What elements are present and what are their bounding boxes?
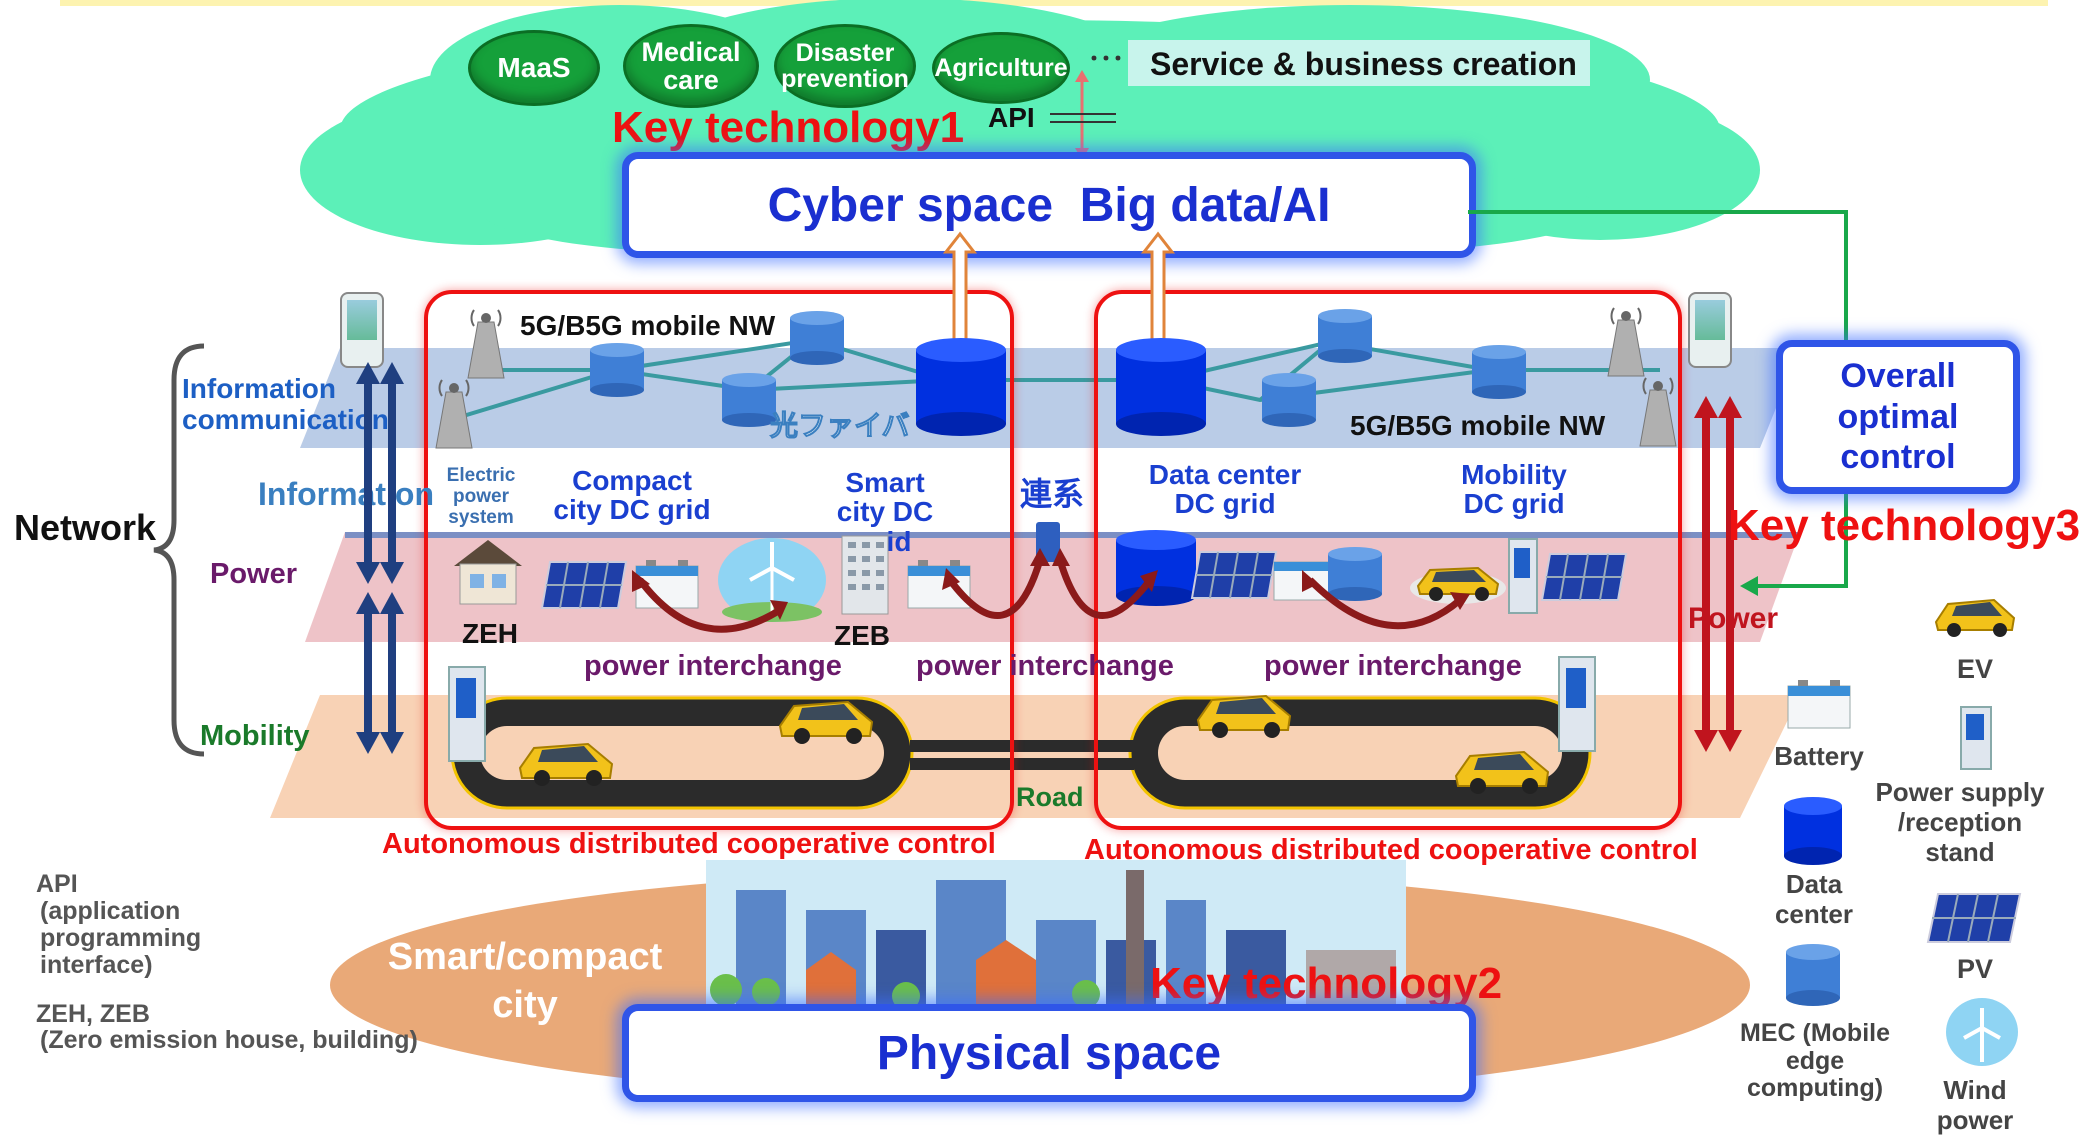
overall-control-box: Overall optimal control: [1776, 340, 2020, 494]
legend-pv-icon: [1926, 893, 2022, 943]
mec-node-2: [790, 311, 844, 365]
zeh-label: ZEH: [462, 618, 518, 649]
key-technology-1: Key technology1: [612, 103, 965, 152]
physical-space-box: Physical space: [622, 1004, 1476, 1102]
antenna-icon: [1639, 377, 1677, 447]
fiber-label: 光ファイバ: [769, 410, 910, 441]
network-brace: [153, 343, 205, 757]
services-ellipsis: ･･･: [1088, 46, 1124, 73]
power-interchange-label-2: power interchange: [916, 650, 1174, 682]
smartphone-icon: [1688, 292, 1732, 368]
legend-battery-icon: [1787, 680, 1851, 729]
data-center-right: [1116, 338, 1206, 436]
autonomous-label-left: Autonomous distributed cooperative contr…: [382, 828, 996, 860]
power-interchange-label-1: power interchange: [584, 650, 842, 682]
city-skyline: [706, 860, 1406, 1010]
legend-wind-label: Wind power: [1936, 1075, 2014, 1135]
coop-zone-right: [1094, 290, 1682, 830]
zeb-label: ZEB: [834, 620, 890, 651]
charging-stand-icon: [1558, 656, 1596, 752]
legend-power-supply-icon: [1960, 706, 1992, 770]
overall-control-label: Overall optimal control: [1837, 356, 1959, 477]
left-vertical-arrows: [356, 362, 404, 754]
mec-node-power: [1328, 547, 1382, 601]
network-title: Network: [14, 507, 157, 548]
antenna-icon: [467, 309, 505, 379]
solar-panel-icon: [1540, 553, 1628, 601]
mobility-dc-label: Mobility DC grid: [1461, 459, 1567, 520]
note-api-desc: (application programming interface): [40, 897, 202, 979]
legend-wind-icon: [1946, 998, 2018, 1066]
mobility-label: Mobility: [200, 720, 310, 752]
road-label: Road: [1016, 782, 1084, 812]
mec-node-1: [590, 343, 644, 397]
compact-city-dc-label: Compact city DC grid: [553, 465, 711, 526]
api-label: API: [988, 102, 1035, 133]
legend-data-center-icon: [1784, 797, 1842, 865]
right-vertical-arrows: [1694, 396, 1742, 752]
mobile-nw-label-left: 5G/B5G mobile NW: [520, 310, 776, 341]
solar-panel-icon: [1190, 551, 1278, 599]
legend-power-supply-label: Power supply /reception stand: [1875, 777, 2045, 867]
service-creation-label: Service & business creation: [1150, 46, 1577, 82]
ev-car-icon: [1196, 694, 1292, 738]
physical-space-label: Physical space: [876, 1026, 1222, 1080]
power-label: Power: [210, 558, 298, 590]
legend-mec-label: MEC (Mobile edge computing): [1740, 1019, 1890, 1102]
top-banner-strip: [60, 0, 2048, 6]
cyber-space-label: Cyber space Big data/AI: [767, 178, 1331, 232]
cyber-space-box: Cyber space Big data/AI: [622, 152, 1476, 258]
data-center-dc-label: Data center DC grid: [1148, 459, 1302, 520]
antenna-icon: [435, 379, 473, 449]
note-api-title: API: [36, 870, 78, 898]
zeh-house-icon: [454, 540, 522, 605]
key-technology-2: Key technology2: [1150, 959, 1503, 1008]
legend-mec-icon: [1786, 944, 1840, 1006]
ev-car-icon: [1454, 750, 1550, 794]
autonomous-label-right: Autonomous distributed cooperative contr…: [1084, 834, 1698, 866]
coop-zone-left: [424, 290, 1014, 830]
smartphone-icon: [340, 292, 384, 368]
service-medical-care: Medical care: [623, 24, 759, 108]
service-maas-label: MaaS: [497, 52, 571, 84]
mec-node-5: [1262, 373, 1316, 427]
legend-pv-label: PV: [1956, 954, 1994, 984]
mec-node-3: [722, 373, 776, 427]
note-zeh-title: ZEH, ZEB: [36, 1000, 150, 1028]
service-agriculture-label: Agriculture: [934, 53, 1068, 82]
key-technology-3: Key technology3: [1728, 501, 2080, 550]
mec-node-4: [1318, 309, 1372, 363]
service-disaster-label: Disaster prevention: [781, 38, 909, 93]
legend-ev-label: EV: [1956, 654, 1994, 684]
mec-node-6: [1472, 345, 1526, 399]
antenna-icon: [1607, 307, 1645, 377]
legend-battery-label: Battery: [1774, 741, 1864, 771]
zeb-building-icon: [841, 535, 889, 615]
info-comm-label: Information communication: [182, 373, 389, 435]
charging-stand-icon: [1508, 538, 1538, 614]
solar-panel-icon: [540, 561, 628, 609]
note-zeh-desc: (Zero emission house, building): [40, 1026, 418, 1054]
service-disaster-prevention: Disaster prevention: [774, 24, 916, 108]
power-interchange-arrows: [632, 548, 1470, 633]
power-right-label: Power: [1688, 602, 1779, 635]
electric-power-system-label: Electric power system: [446, 465, 516, 528]
charging-stand-icon: [448, 666, 486, 762]
mobile-nw-label-right: 5G/B5G mobile NW: [1350, 410, 1606, 441]
power-interchange-label-3: power interchange: [1264, 650, 1522, 682]
ev-car-icon: [518, 742, 614, 786]
data-center-left: [916, 338, 1006, 436]
service-maas: MaaS: [468, 30, 600, 106]
smart-compact-city-label: Smart/compact city: [387, 936, 663, 1026]
ev-car-icon: [778, 700, 874, 744]
ev-car-icon: [1410, 566, 1506, 604]
legend-data-center-label: Data center: [1774, 869, 1854, 929]
service-creation-band: [1128, 40, 1590, 86]
service-agriculture: Agriculture: [932, 32, 1070, 104]
service-medical-label: Medical care: [641, 36, 741, 95]
interconnect-label: 連系: [1020, 476, 1085, 512]
information-label: Information: [258, 476, 434, 512]
legend-ev-icon: [1934, 598, 2016, 637]
